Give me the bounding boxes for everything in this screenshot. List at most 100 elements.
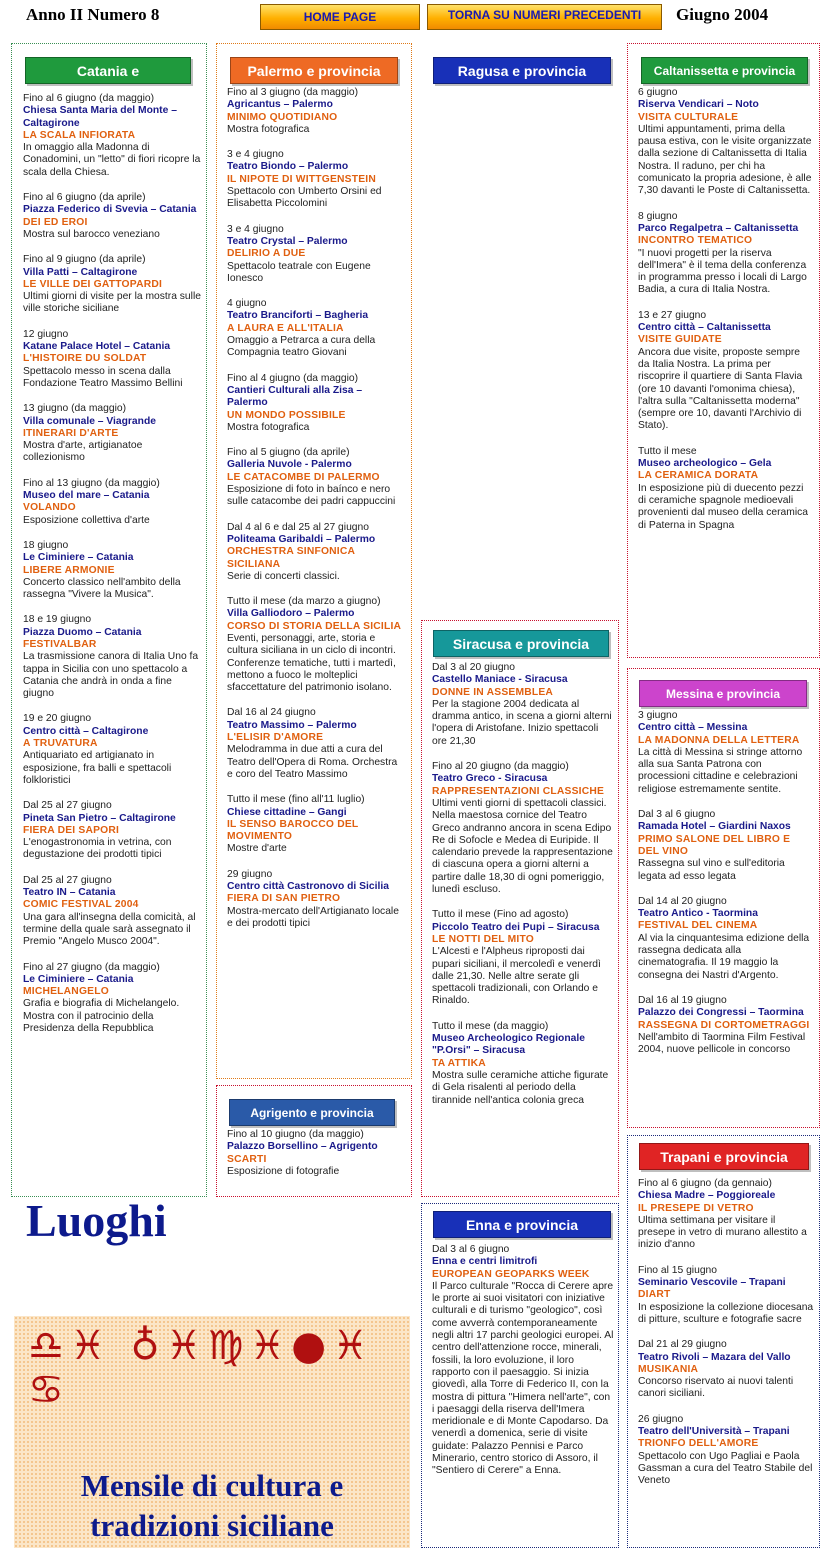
event-description: Spettacolo teatrale con Eugene Ionesco bbox=[227, 260, 371, 284]
event-title: Dei ed eroi bbox=[23, 216, 88, 228]
event-description: Mostra fotografica bbox=[227, 123, 310, 135]
trapani-section bbox=[627, 1135, 820, 1548]
event-date: Dal 3 al 6 giugno bbox=[432, 1244, 510, 1255]
event-place: Ramada Hotel – Giardini Naxos bbox=[638, 821, 791, 833]
event-title: La ceramica dorata bbox=[638, 470, 759, 482]
luoghi-logo-title: Luoghi bbox=[26, 1195, 167, 1246]
event-description: L'enogastronomia in vetrina, con degusta… bbox=[23, 837, 172, 861]
event-date: Fino al 9 giugno (da aprile) bbox=[23, 254, 146, 266]
agrigento-events: Fino al 10 giugno (da maggio)Palazzo Bor… bbox=[227, 1129, 405, 1191]
event-description: Una gara all'insegna della comicità, al … bbox=[23, 911, 196, 948]
event-place: Pineta San Pietro – Caltagirone bbox=[23, 812, 176, 824]
event-date: Fino al 4 giugno (da maggio) bbox=[227, 372, 359, 384]
event-title: European Geoparks Week bbox=[432, 1268, 590, 1280]
event-title: Volando bbox=[23, 502, 76, 514]
siracusa-event: Tutto il mese (Fino ad agosto)Piccolo Te… bbox=[432, 909, 614, 1007]
event-title: Ta attika bbox=[432, 1057, 486, 1069]
event-title: La scala infiorata bbox=[23, 129, 136, 141]
logo-box: ♎♓ ♁♓♍♓●♓ ♋ Mensile di cultura e tradizi… bbox=[14, 1316, 410, 1548]
event-title: Le catacombe di Palermo bbox=[227, 471, 380, 483]
siracusa-event: Tutto il mese (da maggio)Museo Archeolog… bbox=[432, 1021, 614, 1107]
event-date: Dal 14 al 20 giugno bbox=[638, 895, 727, 907]
event-description: Esposizione di fotografie bbox=[227, 1165, 340, 1177]
catania-event: 13 giugno (da maggio)Villa comunale – Vi… bbox=[23, 403, 201, 464]
event-date: Dal 4 al 6 e dal 25 al 27 giugno bbox=[227, 521, 369, 533]
enna-section bbox=[421, 1203, 619, 1548]
event-description: Serie di concerti classici. bbox=[227, 570, 340, 582]
event-date: Tutto il mese (da marzo a giugno) bbox=[227, 596, 381, 608]
trapani-header: Trapani e provincia bbox=[639, 1143, 809, 1170]
event-title: Il senso barocco del movimento bbox=[227, 818, 359, 843]
event-description: Al via la cinquantesima edizione della r… bbox=[638, 932, 810, 981]
event-description: Ultimi giorni di visite per la mostra su… bbox=[23, 291, 201, 315]
event-title: Primo salone del libro e del vino bbox=[638, 833, 791, 857]
event-date: Fino al 6 giugno (da maggio) bbox=[23, 93, 155, 104]
catania-event: Fino al 9 giugno (da aprile)Villa Patti … bbox=[23, 254, 201, 315]
event-date: 29 giugno bbox=[227, 868, 273, 880]
event-title: A truvatura bbox=[23, 738, 98, 750]
event-title: Visita culturale bbox=[638, 111, 739, 123]
event-date: Fino al 27 giugno (da maggio) bbox=[23, 961, 160, 973]
event-title: Delirio a due bbox=[227, 248, 306, 260]
event-description: "I nuovi progetti per la riserva dell'Im… bbox=[638, 247, 807, 296]
catania-section bbox=[11, 43, 207, 1197]
event-title: La Madonna della lettera bbox=[638, 734, 800, 746]
event-title: L'elisir d'amore bbox=[227, 732, 324, 744]
event-title: Festival del cinema bbox=[638, 920, 758, 932]
event-date: 8 giugno bbox=[638, 210, 678, 222]
event-place: Centro città – Messina bbox=[638, 722, 748, 734]
event-date: Fino al 3 giugno (da maggio) bbox=[227, 87, 359, 98]
event-place: Le Ciminiere – Catania bbox=[23, 552, 134, 564]
event-title: Incontro tematico bbox=[638, 235, 753, 247]
event-date: Fino al 5 giugno (da aprile) bbox=[227, 447, 350, 459]
enna-header: Enna e provincia bbox=[433, 1211, 611, 1238]
messina-header: Messina e provincia bbox=[639, 680, 807, 707]
trapani-events: Fino al 6 giugno (da gennaio)Chiesa Madr… bbox=[638, 1178, 814, 1501]
palermo-event: Fino al 5 giugno (da aprile)Galleria Nuv… bbox=[227, 447, 405, 508]
event-title: Rassegna di cortometraggi bbox=[638, 1019, 810, 1031]
event-description: Mostra sul barocco veneziano bbox=[23, 228, 160, 240]
event-title: L'histoire du soldat bbox=[23, 353, 147, 365]
event-place: Villa Galliodoro – Palermo bbox=[227, 608, 355, 620]
event-date: 3 e 4 giugno bbox=[227, 149, 284, 161]
event-description: Mostra d'arte, artigianatoe collezionism… bbox=[23, 440, 143, 464]
event-place: Riserva Vendicari – Noto bbox=[638, 99, 759, 111]
event-title: Michelangelo bbox=[23, 986, 109, 998]
catania-header: Catania e bbox=[25, 57, 191, 84]
event-description: Spettacolo con Umberto Orsini ed Elisabe… bbox=[227, 186, 382, 210]
event-description: In esposizione la collezione diocesana d… bbox=[638, 1301, 814, 1325]
event-date: Dal 3 al 6 giugno bbox=[638, 809, 716, 821]
back-issues-button[interactable]: TORNA SU NUMERI PRECEDENTI bbox=[427, 4, 662, 30]
event-title: Visite guidate bbox=[638, 334, 722, 346]
event-description: Grafia e biografia di Michelangelo. Most… bbox=[23, 998, 180, 1034]
event-date: Dal 16 al 24 giugno bbox=[227, 707, 316, 719]
event-description: Spettacolo messo in scena dalla Fondazio… bbox=[23, 365, 183, 389]
siracusa-section bbox=[421, 620, 619, 1197]
palermo-section bbox=[216, 43, 412, 1079]
event-description: Ultimi appuntamenti, prima della pausa e… bbox=[638, 123, 812, 197]
trapani-event: Fino al 6 giugno (da gennaio)Chiesa Madr… bbox=[638, 1178, 814, 1252]
event-description: Ancora due visite, proposte sempre da It… bbox=[638, 346, 803, 432]
event-place: Museo archeologico – Gela bbox=[638, 458, 772, 470]
event-place: Palazzo dei Congressi – Taormina bbox=[638, 1007, 804, 1019]
event-place: Katane Palace Hotel – Catania bbox=[23, 341, 171, 353]
event-title: Scarti bbox=[227, 1153, 267, 1165]
event-date: Tutto il mese bbox=[638, 445, 697, 457]
home-page-button[interactable]: HOME PAGE bbox=[260, 4, 420, 30]
